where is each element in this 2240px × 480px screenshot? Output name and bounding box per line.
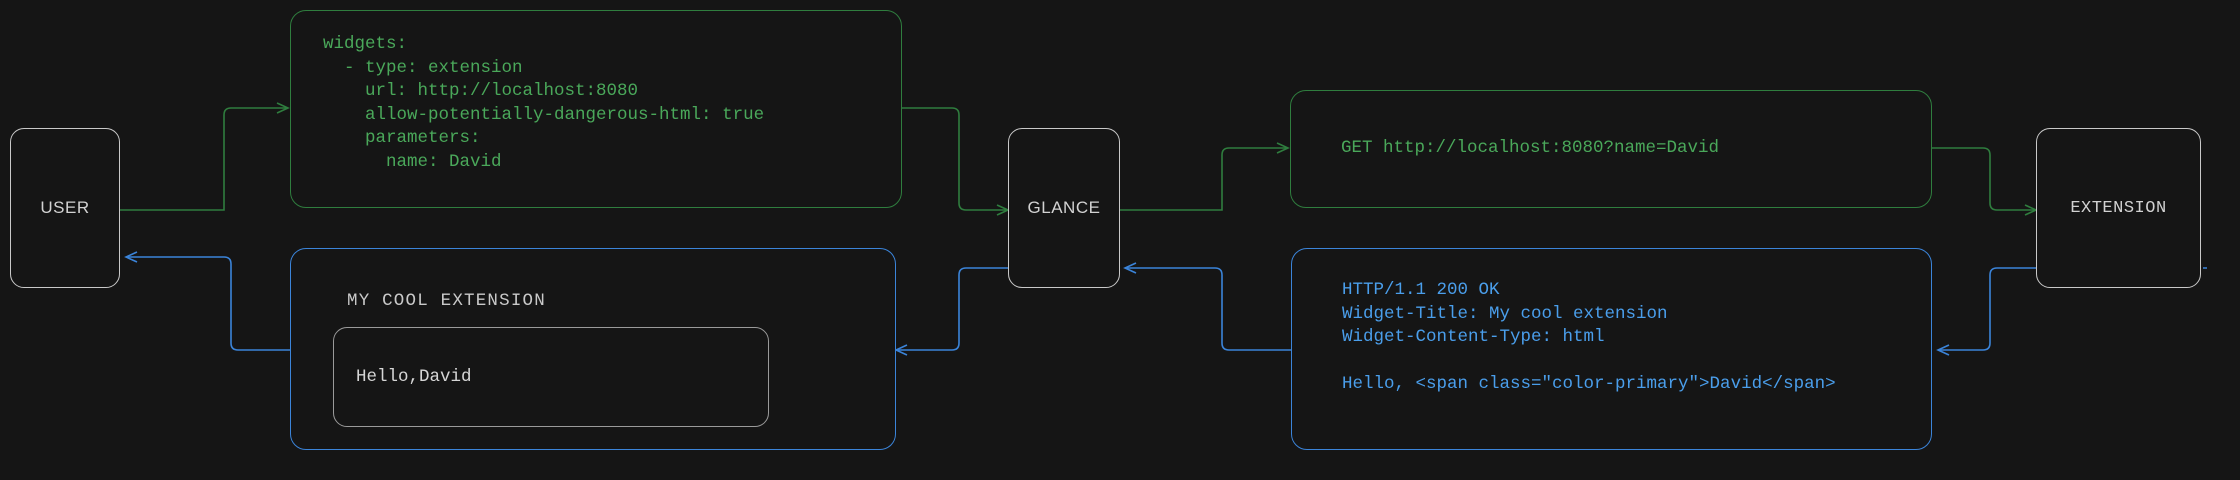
widget-content-frame: Hello, David <box>333 327 769 427</box>
node-user[interactable]: USER <box>10 128 120 288</box>
http-response-code: HTTP/1.1 200 OK Widget-Title: My cool ex… <box>1342 280 1836 394</box>
widget-greeting-prefix: Hello, <box>356 367 420 387</box>
http-response-box[interactable]: HTTP/1.1 200 OK Widget-Title: My cool ex… <box>1291 248 1932 450</box>
node-glance[interactable]: GLANCE <box>1008 128 1120 288</box>
node-user-label: USER <box>40 198 90 217</box>
node-extension[interactable]: EXTENSION <box>2036 128 2201 288</box>
config-yaml-box[interactable]: widgets: - type: extension url: http://l… <box>290 10 902 208</box>
http-request-box[interactable]: GET http://localhost:8080?name=David <box>1290 90 1932 208</box>
widget-title: MY COOL EXTENSION <box>347 291 546 311</box>
config-yaml-code: widgets: - type: extension url: http://l… <box>323 34 765 172</box>
node-extension-label: EXTENSION <box>2070 198 2167 218</box>
rendered-widget-box[interactable]: MY COOL EXTENSION Hello, David <box>290 248 896 450</box>
http-request-code: GET http://localhost:8080?name=David <box>1341 138 1720 159</box>
node-glance-label: GLANCE <box>1027 198 1101 217</box>
widget-greeting-name: David <box>419 367 472 387</box>
